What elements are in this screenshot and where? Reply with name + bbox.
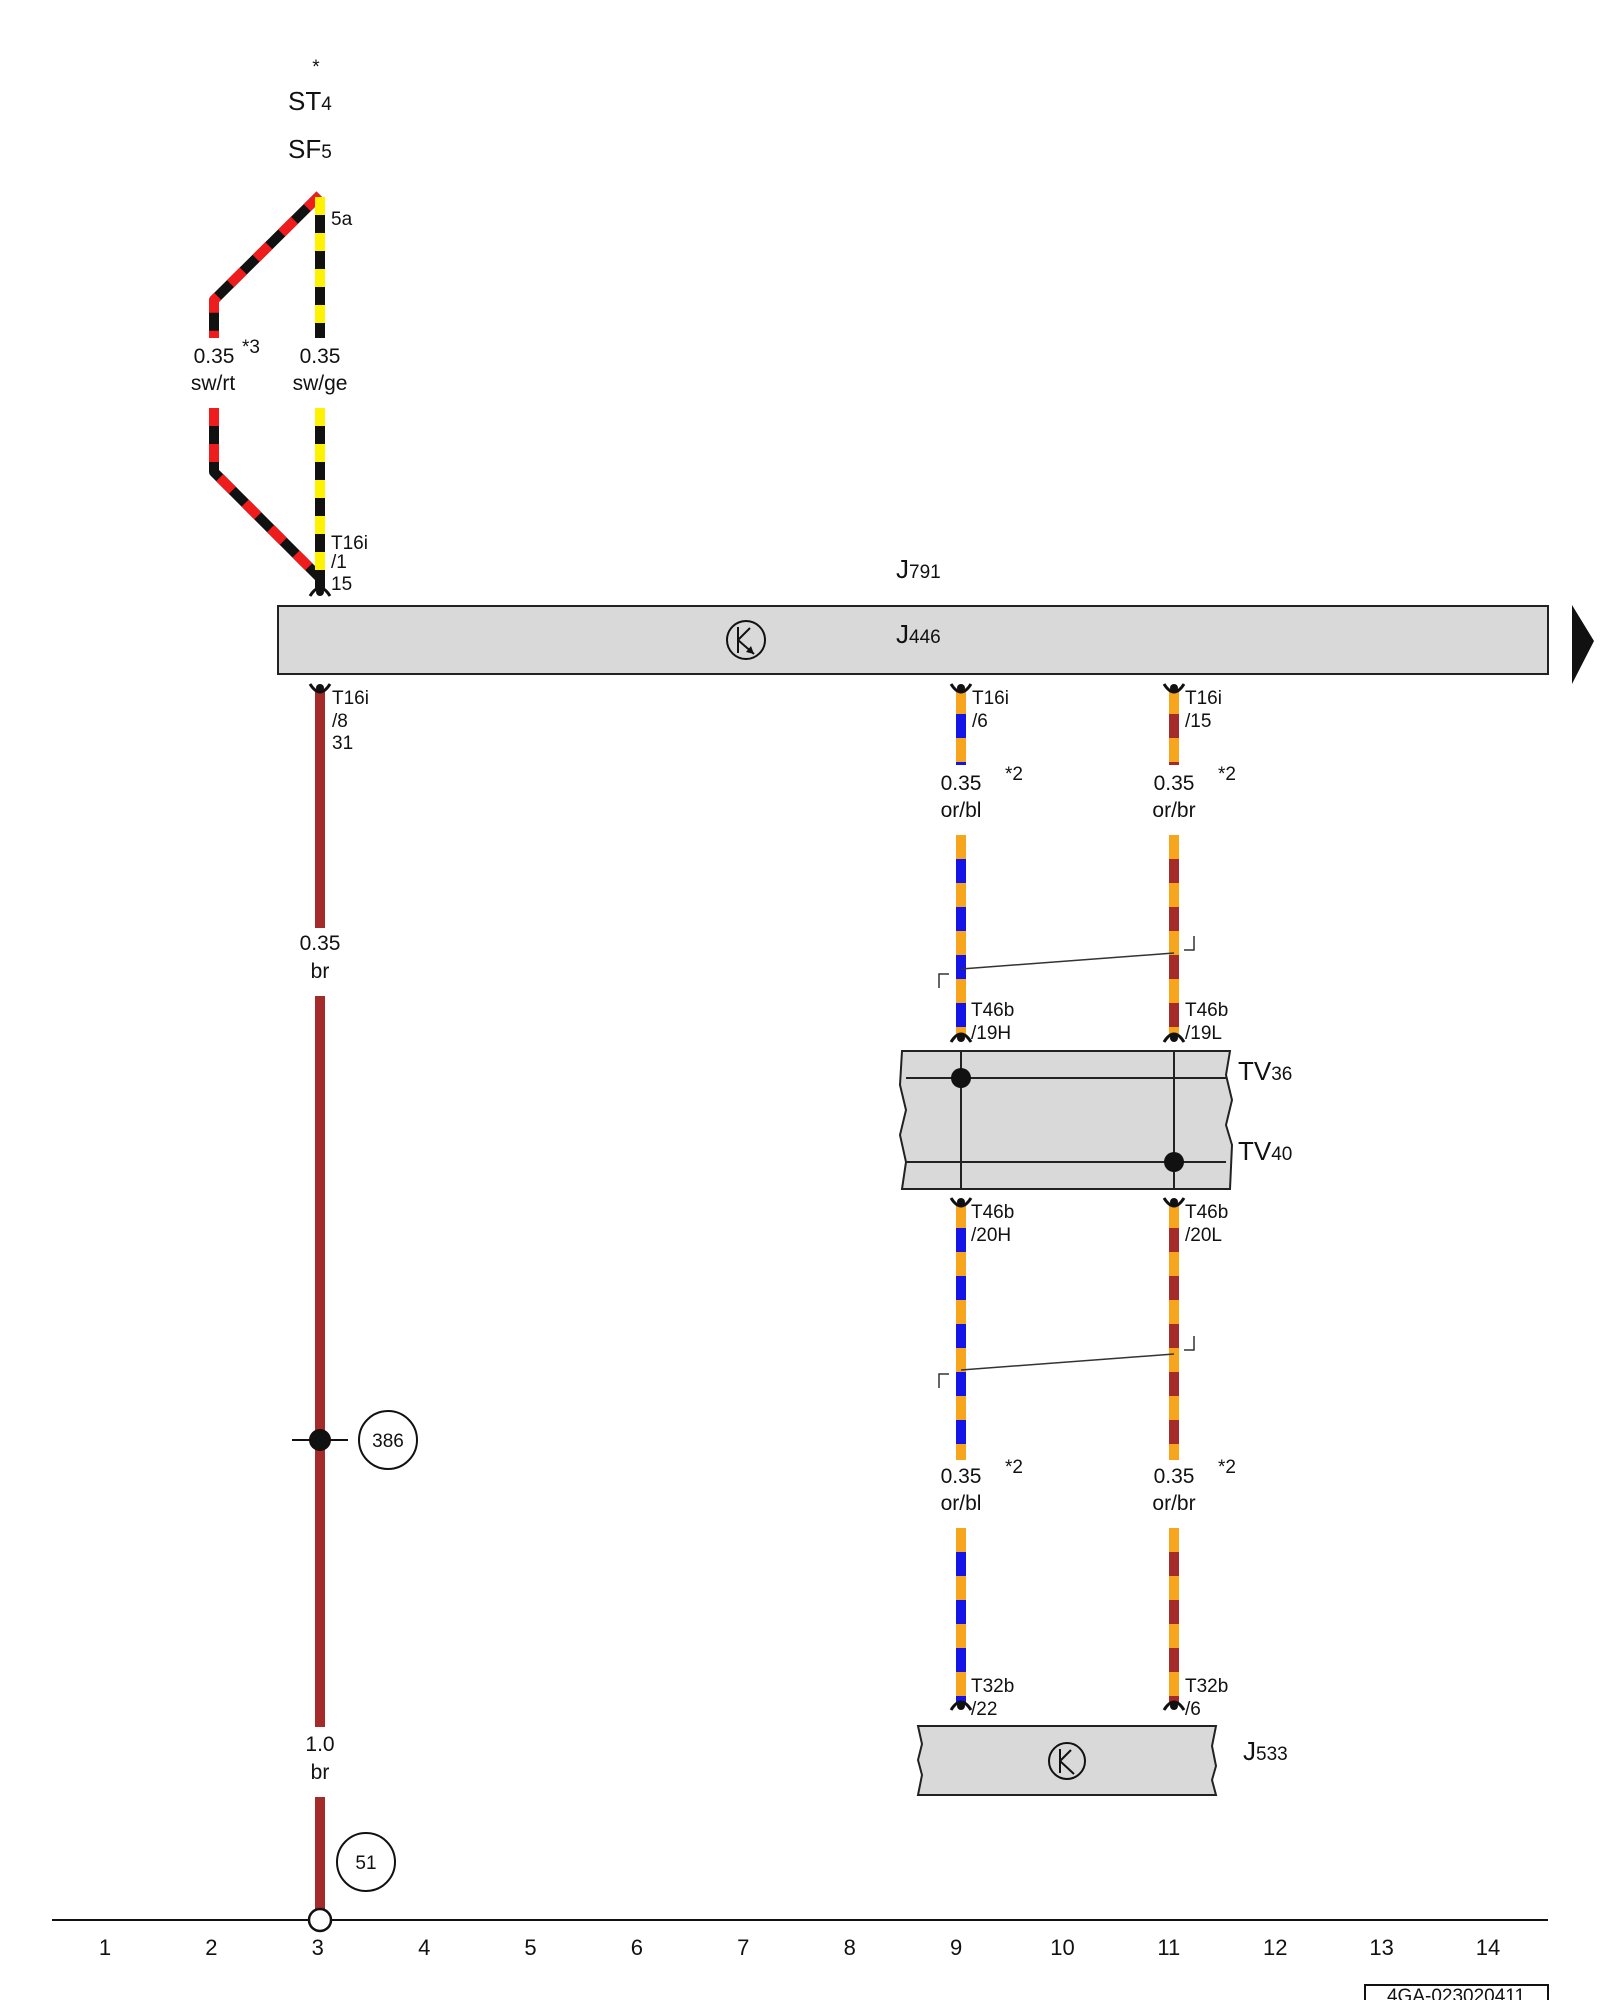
column-number: 8	[844, 1935, 856, 1960]
pin-hook-t16i-8	[308, 683, 332, 694]
pin-t32b-22-label: T32b /22	[971, 1676, 1020, 1720]
pin-5a-label: 5a	[331, 209, 353, 230]
pin-t16i-6-label: T16i /6	[972, 688, 1014, 732]
wire-sw-rt-color: sw/rt	[191, 372, 235, 395]
pin-hook-t16i-15	[1162, 683, 1186, 694]
pin-hook-t16i-6	[949, 683, 973, 694]
wire-or-bl-top-note: *2	[1005, 764, 1023, 785]
pin-hook-t46b-20l	[1162, 1197, 1186, 1208]
pin-hook-t16i-1	[308, 586, 332, 597]
column-number: 10	[1050, 1935, 1074, 1960]
wire-or-bl-bottom-color: or/bl	[941, 1492, 982, 1515]
column-number: 7	[737, 1935, 749, 1960]
wire-or-bl-bottom-note: *2	[1005, 1457, 1023, 1478]
wire-sw-ge-size: 0.35	[300, 345, 341, 368]
tv40-junction-dot	[1164, 1152, 1184, 1172]
pin-t16i-15-label: T16i /15	[1185, 688, 1227, 732]
wire-sw-ge-color: sw/ge	[293, 372, 348, 395]
wire-or-bl-bottom-size: 0.35	[941, 1465, 982, 1488]
tv-connector-box	[898, 1050, 1234, 1190]
column-number: 9	[950, 1935, 962, 1960]
continuation-arrow-icon	[1572, 605, 1594, 684]
doc-id-label: 4GA-023020411	[1387, 1986, 1525, 2000]
wire-or-br-bottom-size: 0.35	[1154, 1465, 1195, 1488]
column-number: 4	[418, 1935, 430, 1960]
pin-t16i-1-label: T16i /1 15	[331, 533, 373, 595]
wire-or-br-top-size: 0.35	[1154, 772, 1195, 795]
j791-label: J791	[896, 554, 941, 584]
twisted-pair-mark-top	[938, 936, 1195, 988]
wire-br-bottom-size: 1.0	[305, 1733, 334, 1756]
pin-t46b-19h-label: T46b /19H	[971, 1000, 1020, 1044]
column-number: 2	[205, 1935, 217, 1960]
column-number: 5	[524, 1935, 536, 1960]
wire-sw-rt-lower	[209, 408, 325, 590]
column-number: 13	[1369, 1935, 1393, 1960]
wire-or-br-bottom-color: or/br	[1152, 1492, 1195, 1515]
column-number: 14	[1476, 1935, 1500, 1960]
pin-t46b-20h-label: T46b /20H	[971, 1202, 1020, 1246]
column-number: 12	[1263, 1935, 1287, 1960]
tv36-label: TV36	[1238, 1056, 1292, 1086]
wire-br-top-size: 0.35	[300, 932, 341, 955]
column-number: 1	[99, 1935, 111, 1960]
wire-or-br-bottom-note: *2	[1218, 1457, 1236, 1478]
twisted-pair-mark-bottom	[938, 1336, 1195, 1388]
splice-386-circle	[358, 1410, 418, 1470]
splice-386-label: 386	[372, 1431, 404, 1452]
j533-label: J533	[1243, 1736, 1288, 1766]
transistor-icon-j533	[1048, 1742, 1086, 1780]
splice-386-dot	[309, 1429, 331, 1451]
j533-control-unit	[916, 1725, 1218, 1796]
pin-t32b-6-label: T32b /6	[1185, 1676, 1234, 1720]
tv40-label: TV40	[1238, 1136, 1292, 1166]
transistor-icon	[726, 620, 766, 660]
wire-br-top-color: br	[311, 960, 330, 983]
pin-hook-t46b-20h	[949, 1197, 973, 1208]
column-number: 6	[631, 1935, 643, 1960]
wire-br-bottom-color: br	[311, 1761, 330, 1784]
wire-or-br-top-color: or/br	[1152, 799, 1195, 822]
column-number: 11	[1157, 1935, 1180, 1960]
ground-51-label: 51	[355, 1853, 376, 1874]
j446-label: J446	[896, 619, 941, 649]
relay-asterisk: *	[312, 57, 320, 78]
j446-control-unit	[277, 605, 1549, 675]
pin-hook-t46b-19h	[949, 1032, 973, 1043]
ground-51-circle	[336, 1832, 396, 1892]
doc-id-box	[1364, 1984, 1549, 2000]
wire-or-br-top-note: *2	[1218, 764, 1236, 785]
tv36-junction-dot	[951, 1068, 971, 1088]
wire-sw-rt-upper	[209, 191, 324, 338]
column-number: 3	[312, 1935, 324, 1960]
pin-hook-t46b-19l	[1162, 1032, 1186, 1043]
pin-hook-t32b-6	[1162, 1700, 1186, 1711]
relay-sf-label: SF5	[288, 134, 332, 164]
pin-hook-t32b-22	[949, 1700, 973, 1711]
pin-t46b-19l-label: T46b /19L	[1185, 1000, 1234, 1044]
wire-sw-rt-size: 0.35	[194, 345, 235, 368]
wire-or-bl-top-color: or/bl	[941, 799, 982, 822]
ground-point	[307, 1907, 333, 1933]
pin-t46b-20l-label: T46b /20L	[1185, 1202, 1234, 1246]
wires-layer	[209, 191, 1186, 1910]
wire-sw-rt-note: *3	[242, 337, 260, 358]
relay-st-label: ST4	[288, 86, 332, 116]
pin-t16i-8-label: T16i /8 31	[332, 688, 374, 754]
wire-or-bl-top-size: 0.35	[941, 772, 982, 795]
